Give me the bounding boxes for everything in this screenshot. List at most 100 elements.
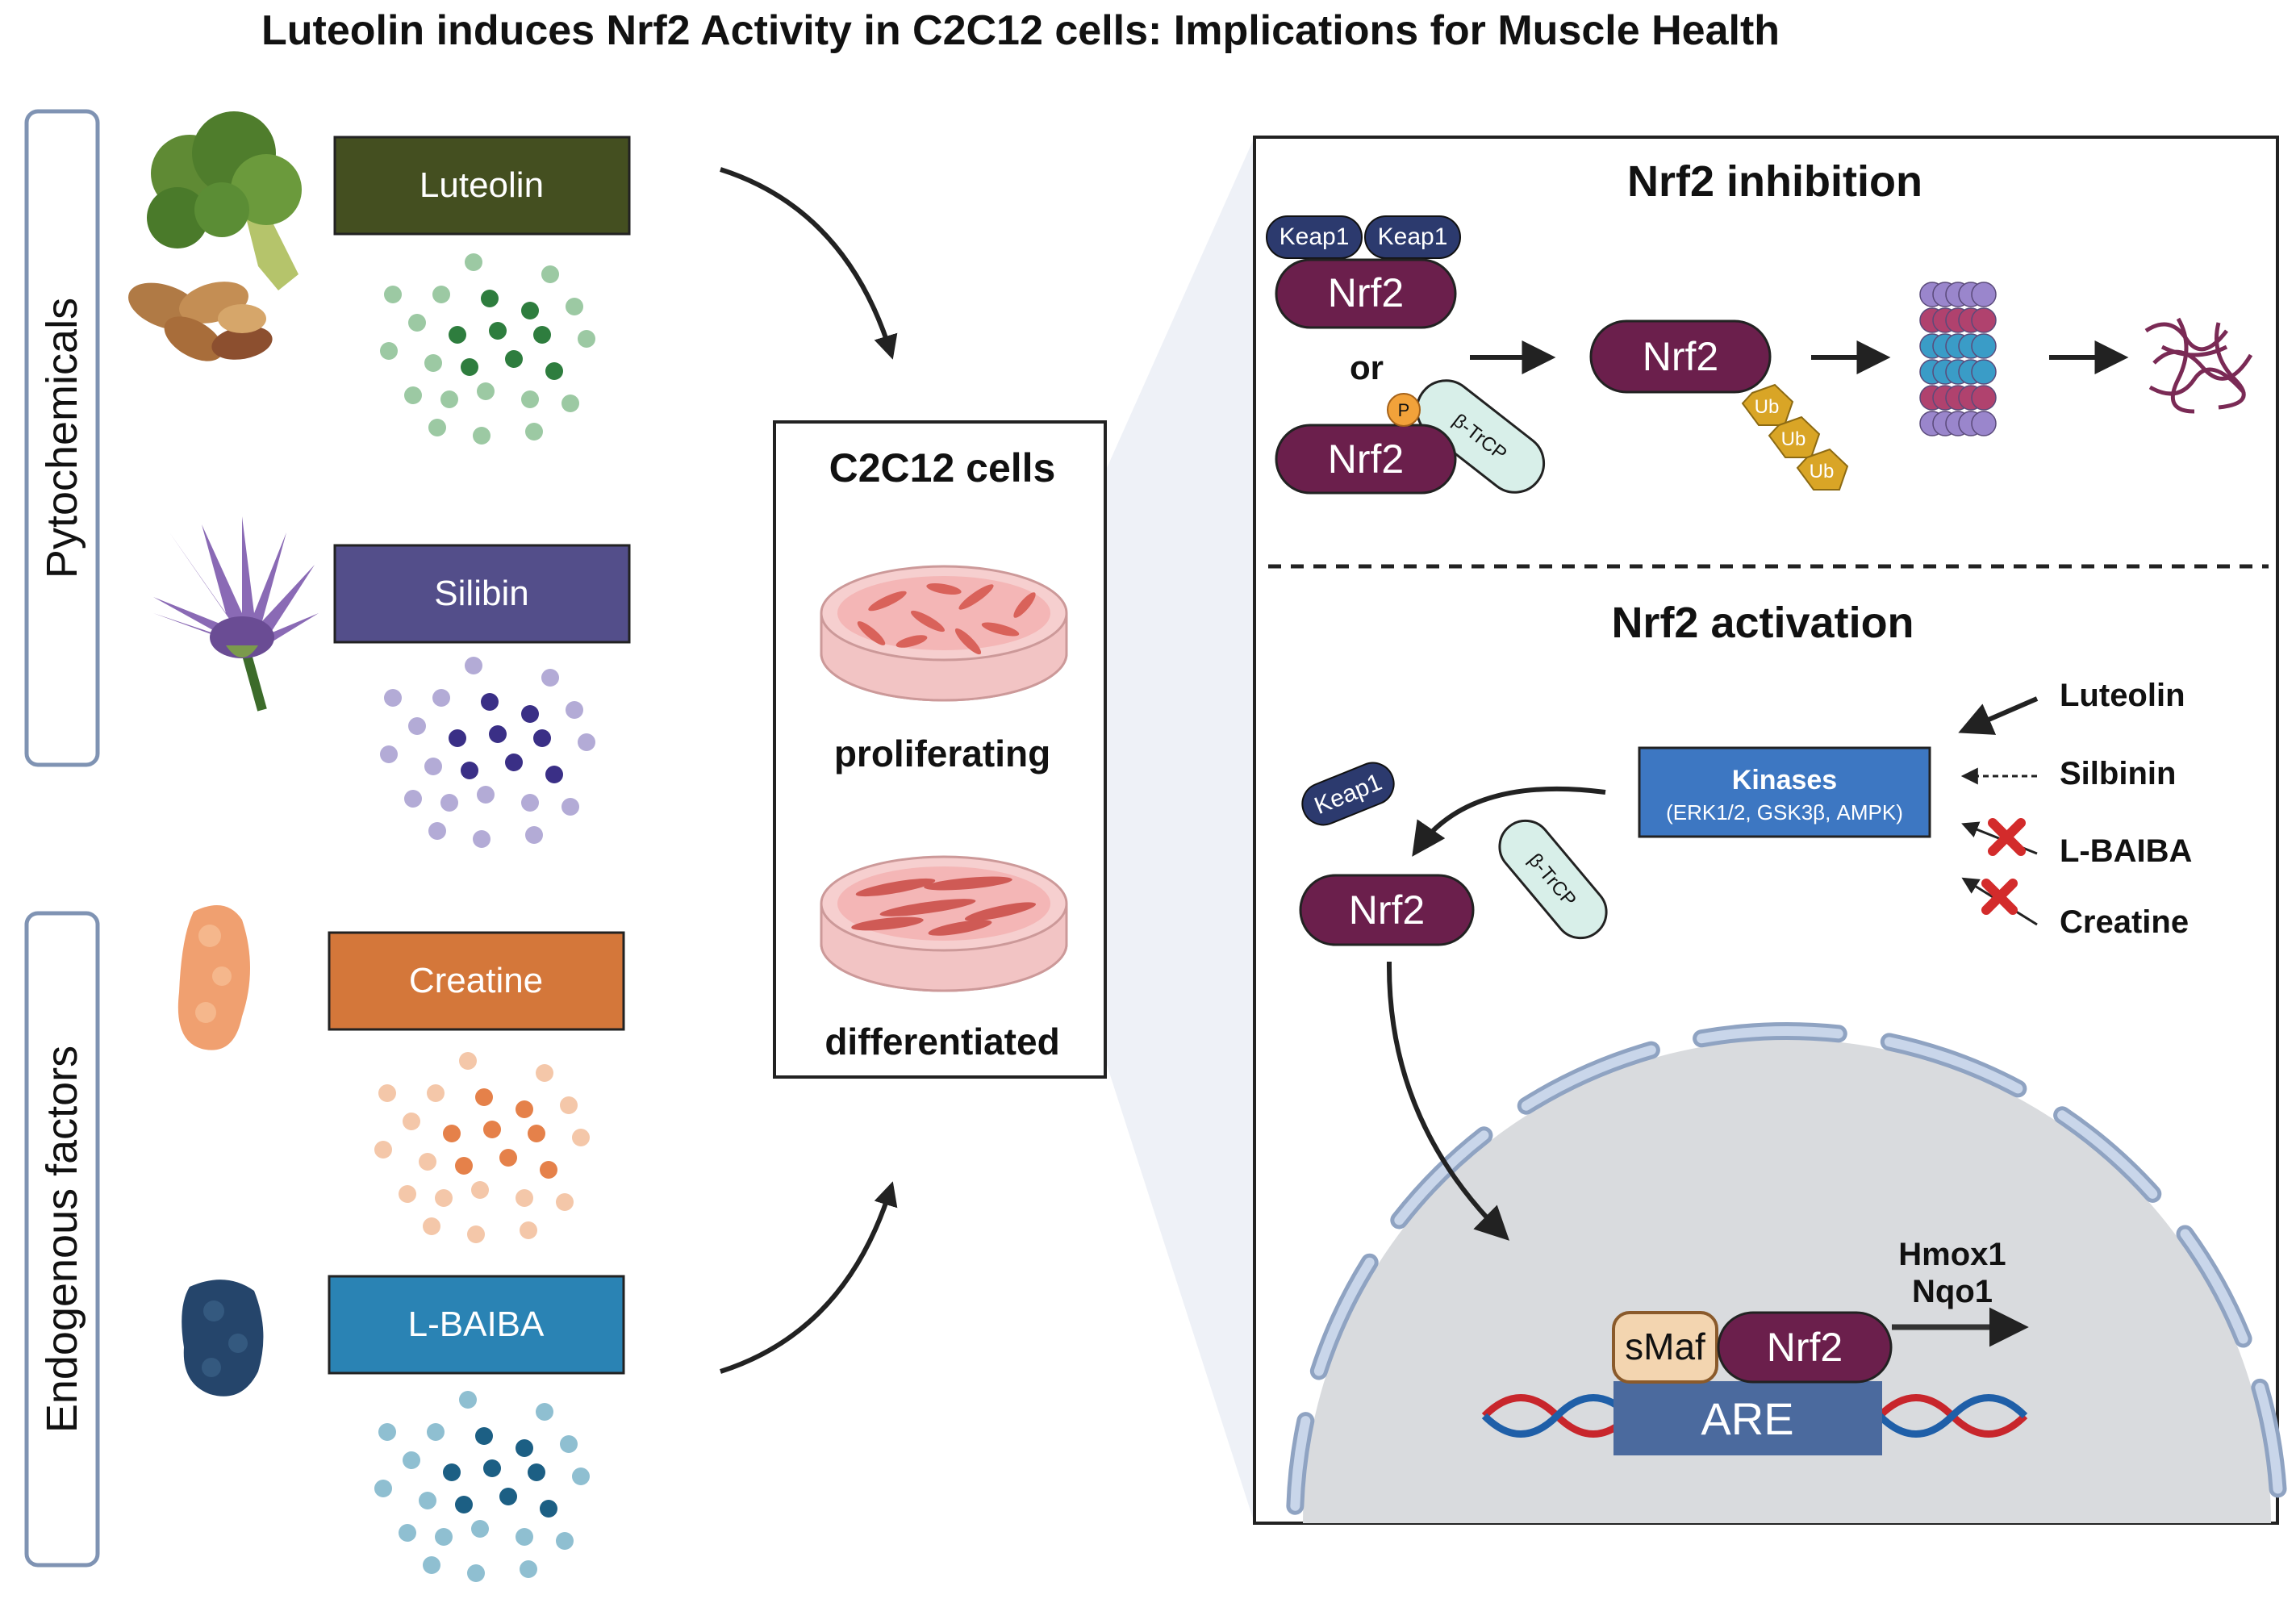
l-baiba-particles (374, 1391, 590, 1582)
arrow-phyto-to-cells (720, 167, 898, 360)
input-silbinin: Silbinin (2060, 756, 2176, 791)
particle (399, 1185, 416, 1203)
smaf-protein: sMaf (1612, 1311, 1718, 1384)
particle (408, 717, 426, 735)
particle (572, 1467, 590, 1485)
creatine-molecule-icon (177, 905, 250, 1050)
gene-hmox1: Hmox1 (1898, 1237, 2006, 1272)
particle (536, 1403, 553, 1421)
particle (432, 689, 450, 707)
kinases-box: Kinases (ERK1/2, GSK3β, AMPK) (1638, 746, 1931, 838)
particle (435, 1528, 453, 1546)
particle (408, 314, 426, 332)
particle (556, 1193, 574, 1211)
degraded-peptides-icon (2144, 317, 2253, 414)
particle (481, 693, 499, 711)
particle (528, 1463, 545, 1481)
particle (455, 1157, 473, 1175)
particle (516, 1189, 533, 1207)
input-luteolin: Luteolin (2060, 678, 2185, 713)
particle (572, 1129, 590, 1146)
proteasome-subunit (1971, 411, 1997, 436)
nuclear-envelope (1286, 1022, 2287, 1515)
nrf2-nuclear-label: Nrf2 (1767, 1325, 1843, 1370)
particle (560, 1435, 578, 1453)
particle (449, 729, 466, 747)
particle (435, 1189, 453, 1207)
particle (536, 1064, 553, 1082)
particle (423, 1556, 440, 1574)
figure-title: Luteolin induces Nrf2 Activity in C2C12 … (261, 7, 1780, 54)
envelope-segment (2180, 1229, 2248, 1344)
particle (374, 1480, 392, 1497)
envelope-segment (2255, 1382, 2283, 1494)
or-label: or (1350, 349, 1384, 386)
cells-box: C2C12 cells proliferating (773, 420, 1107, 1079)
silibin-label: Silibin (434, 574, 528, 613)
particle (380, 745, 398, 763)
envelope-segment (1697, 1026, 1843, 1044)
creatine-label: Creatine (409, 961, 543, 1000)
envelope-segment (1521, 1045, 1656, 1111)
silibin-particles (380, 657, 595, 848)
zoom-wedge (1107, 137, 1254, 1523)
particle (483, 1121, 501, 1138)
phospho-label: P (1398, 400, 1410, 420)
particle (384, 286, 402, 303)
keap1-complex: Keap1 Keap1 Nrf2 (1266, 215, 1461, 329)
particle (465, 253, 482, 271)
particle (475, 1088, 493, 1106)
particle (545, 766, 563, 783)
are-element: ARE (1613, 1381, 1882, 1455)
particle (540, 1161, 557, 1179)
particle (521, 302, 539, 319)
particle (461, 762, 478, 779)
input-l-baiba: L-BAIBA (2060, 833, 2192, 869)
endogenous-bracket: Endogenous factors (24, 911, 100, 1568)
particle (404, 386, 422, 404)
proliferating-dish-icon (820, 565, 1068, 702)
particle (499, 1149, 517, 1167)
particle (419, 1492, 436, 1509)
kinases-label: Kinases (1732, 765, 1837, 795)
particle (578, 330, 595, 348)
particle (427, 1423, 445, 1441)
particle (428, 419, 446, 436)
proliferating-label: proliferating (834, 733, 1050, 774)
particle (505, 350, 523, 368)
particle (465, 657, 482, 674)
particle (540, 1500, 557, 1518)
particle (440, 390, 458, 408)
particle (399, 1524, 416, 1542)
nrf2-free: Nrf2 (1299, 874, 1475, 946)
particle (473, 830, 491, 848)
ub-label-1: Ub (1755, 396, 1780, 418)
particle (520, 1221, 537, 1239)
particle (374, 1141, 392, 1159)
particle (428, 822, 446, 840)
phytochemicals-bracket: Pytochemicals (24, 109, 100, 767)
particle (516, 1528, 533, 1546)
phytochemicals-label: Pytochemicals (38, 298, 86, 578)
envelope-segment (1313, 1257, 1375, 1376)
cells-title: C2C12 cells (829, 445, 1056, 491)
particle (483, 1459, 501, 1477)
particle (424, 758, 442, 775)
particle (481, 290, 499, 307)
particle (471, 1520, 489, 1538)
creatine-box: Creatine (328, 931, 625, 1031)
particle (455, 1496, 473, 1513)
particle (516, 1439, 533, 1457)
particle (533, 729, 551, 747)
particle (475, 1427, 493, 1445)
differentiated-dish-icon (820, 855, 1068, 992)
particle (440, 794, 458, 812)
particle (404, 790, 422, 808)
particle (499, 1488, 517, 1505)
gene-nqo1: Nqo1 (1912, 1274, 1993, 1309)
inhibition-title: Nrf2 inhibition (1627, 157, 1922, 206)
proteasome-subunit (1971, 385, 1997, 411)
milk-thistle-flower-icon (153, 516, 319, 712)
particle (403, 1113, 420, 1130)
particle (477, 786, 495, 804)
